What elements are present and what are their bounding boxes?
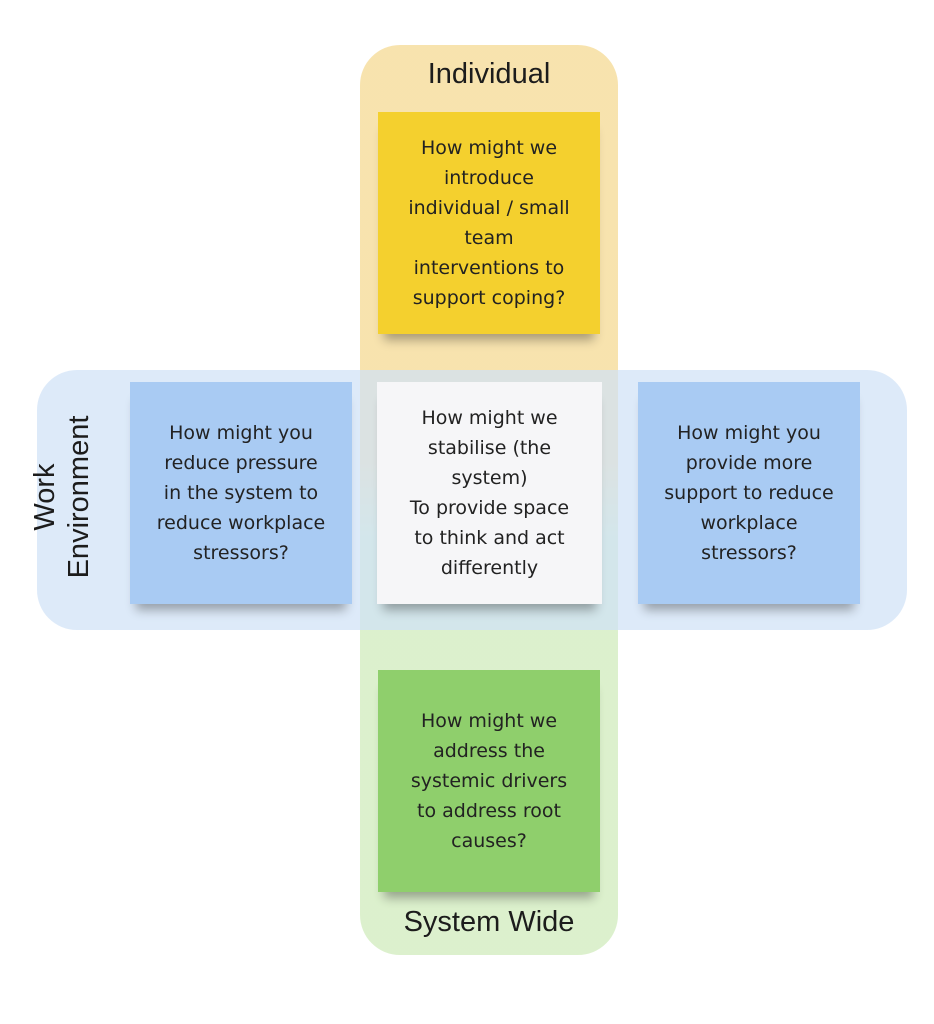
center-note-text: How might we stabilise (the system) To p… [409,407,570,579]
work-environment-note-text: How might you reduce pressure in the sys… [156,422,326,564]
work-environment-sticky-note: How might you reduce pressure in the sys… [130,382,352,604]
work-environment-label: Work Environment [29,415,95,579]
individual-sticky-note: How might we introduce individual / smal… [378,112,600,334]
system-wide-sticky-note: How might we address the systemic driver… [378,670,600,892]
support-note-text: How might you provide more support to re… [664,422,834,564]
system-wide-note-text: How might we address the systemic driver… [410,710,568,852]
individual-label: Individual [427,58,551,90]
center-sticky-note: How might we stabilise (the system) To p… [377,382,602,604]
support-sticky-note: How might you provide more support to re… [638,382,860,604]
system-wide-label: System Wide [403,906,575,938]
individual-note-text: How might we introduce individual / smal… [408,137,570,309]
